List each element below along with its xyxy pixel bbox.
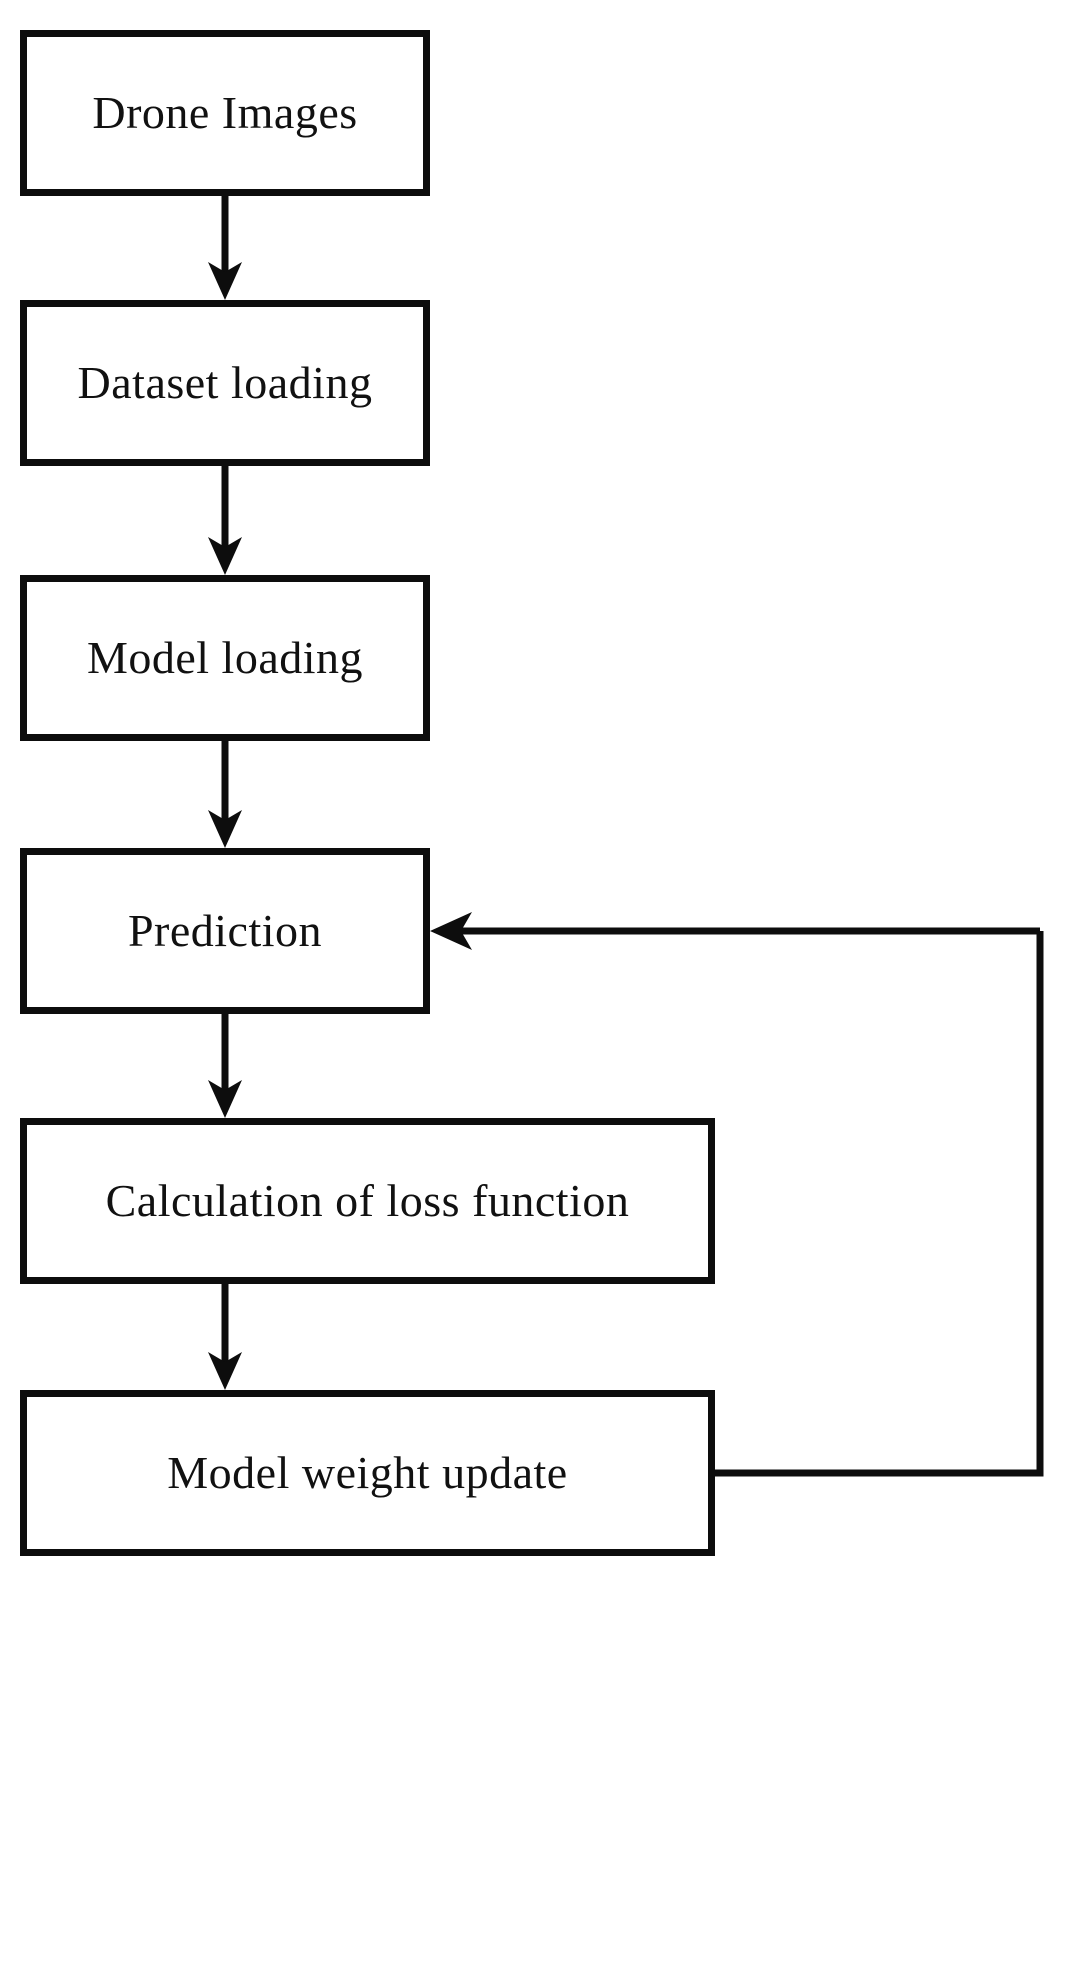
node-label-prediction: Prediction: [127, 905, 323, 956]
node-drone-images[interactable]: Drone Images: [20, 30, 430, 196]
node-label-loss-calculation: Calculation of loss function: [105, 1175, 630, 1226]
edge-dataset-to-model: [208, 466, 242, 575]
edge-model-to-prediction: [208, 741, 242, 848]
node-model-loading[interactable]: Model loading: [20, 575, 430, 741]
node-label-weight-update: Model weight update: [167, 1447, 568, 1498]
node-dataset-loading[interactable]: Dataset loading: [20, 300, 430, 466]
edge-loss-to-weight: [208, 1284, 242, 1390]
node-prediction[interactable]: Prediction: [20, 848, 430, 1014]
node-label-drone-images: Drone Images: [92, 87, 358, 138]
edge-prediction-to-loss: [208, 1014, 242, 1118]
edge-drone-to-dataset: [208, 196, 242, 300]
node-weight-update[interactable]: Model weight update: [20, 1390, 715, 1556]
node-label-dataset-loading: Dataset loading: [77, 357, 373, 408]
node-label-model-loading: Model loading: [86, 632, 364, 683]
node-loss-calculation[interactable]: Calculation of loss function: [20, 1118, 715, 1284]
